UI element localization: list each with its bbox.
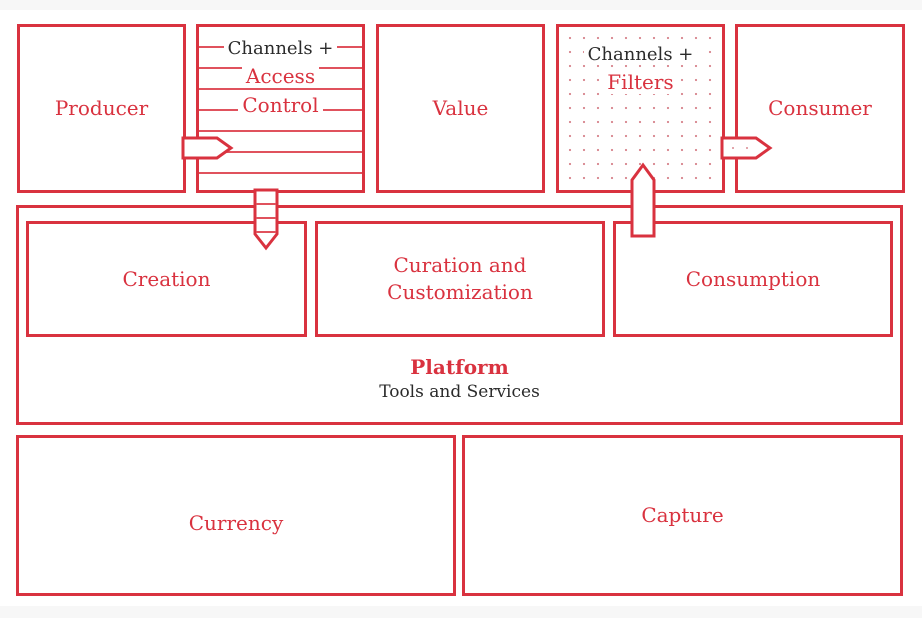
platform-subtitle: Tools and Services (379, 382, 540, 402)
channels-filters-line2: Filters (603, 70, 678, 94)
curation-customization-box: Curation and Customization (315, 221, 605, 337)
capture-box: Capture (462, 435, 903, 596)
channels-access-control-box: Channels + Access Control (196, 24, 365, 193)
consumption-label: Consumption (685, 266, 821, 291)
channels-filters-box: Channels + Filters (556, 24, 725, 193)
creation-box: Creation (26, 221, 307, 337)
channels-access-line1: Channels + (223, 38, 338, 59)
platform-caption: Platform Tools and Services (379, 354, 540, 404)
currency-label: Currency (188, 511, 284, 535)
consumer-label: Consumer (768, 96, 872, 120)
platform-title: Platform (410, 355, 509, 379)
producer-box: Producer (17, 24, 186, 193)
curation-customization-text: Curation and Customization (387, 252, 533, 306)
curation-line1: Curation and (393, 253, 527, 277)
producer-label: Producer (54, 96, 149, 120)
channels-access-line2: Access (241, 64, 320, 88)
currency-box: Currency (16, 435, 456, 596)
channels-filters-line1: Channels + (583, 44, 698, 65)
capture-label: Capture (641, 503, 724, 527)
curation-line2: Customization (387, 280, 533, 304)
creation-label: Creation (122, 266, 211, 291)
consumption-box: Consumption (613, 221, 893, 337)
channels-filters-text: Channels + Filters (583, 41, 698, 98)
consumer-box: Consumer (735, 24, 905, 193)
channels-access-line3: Control (238, 93, 323, 117)
value-label: Value (432, 96, 489, 120)
value-box: Value (376, 24, 545, 193)
channels-access-control-text: Channels + Access Control (223, 35, 338, 121)
